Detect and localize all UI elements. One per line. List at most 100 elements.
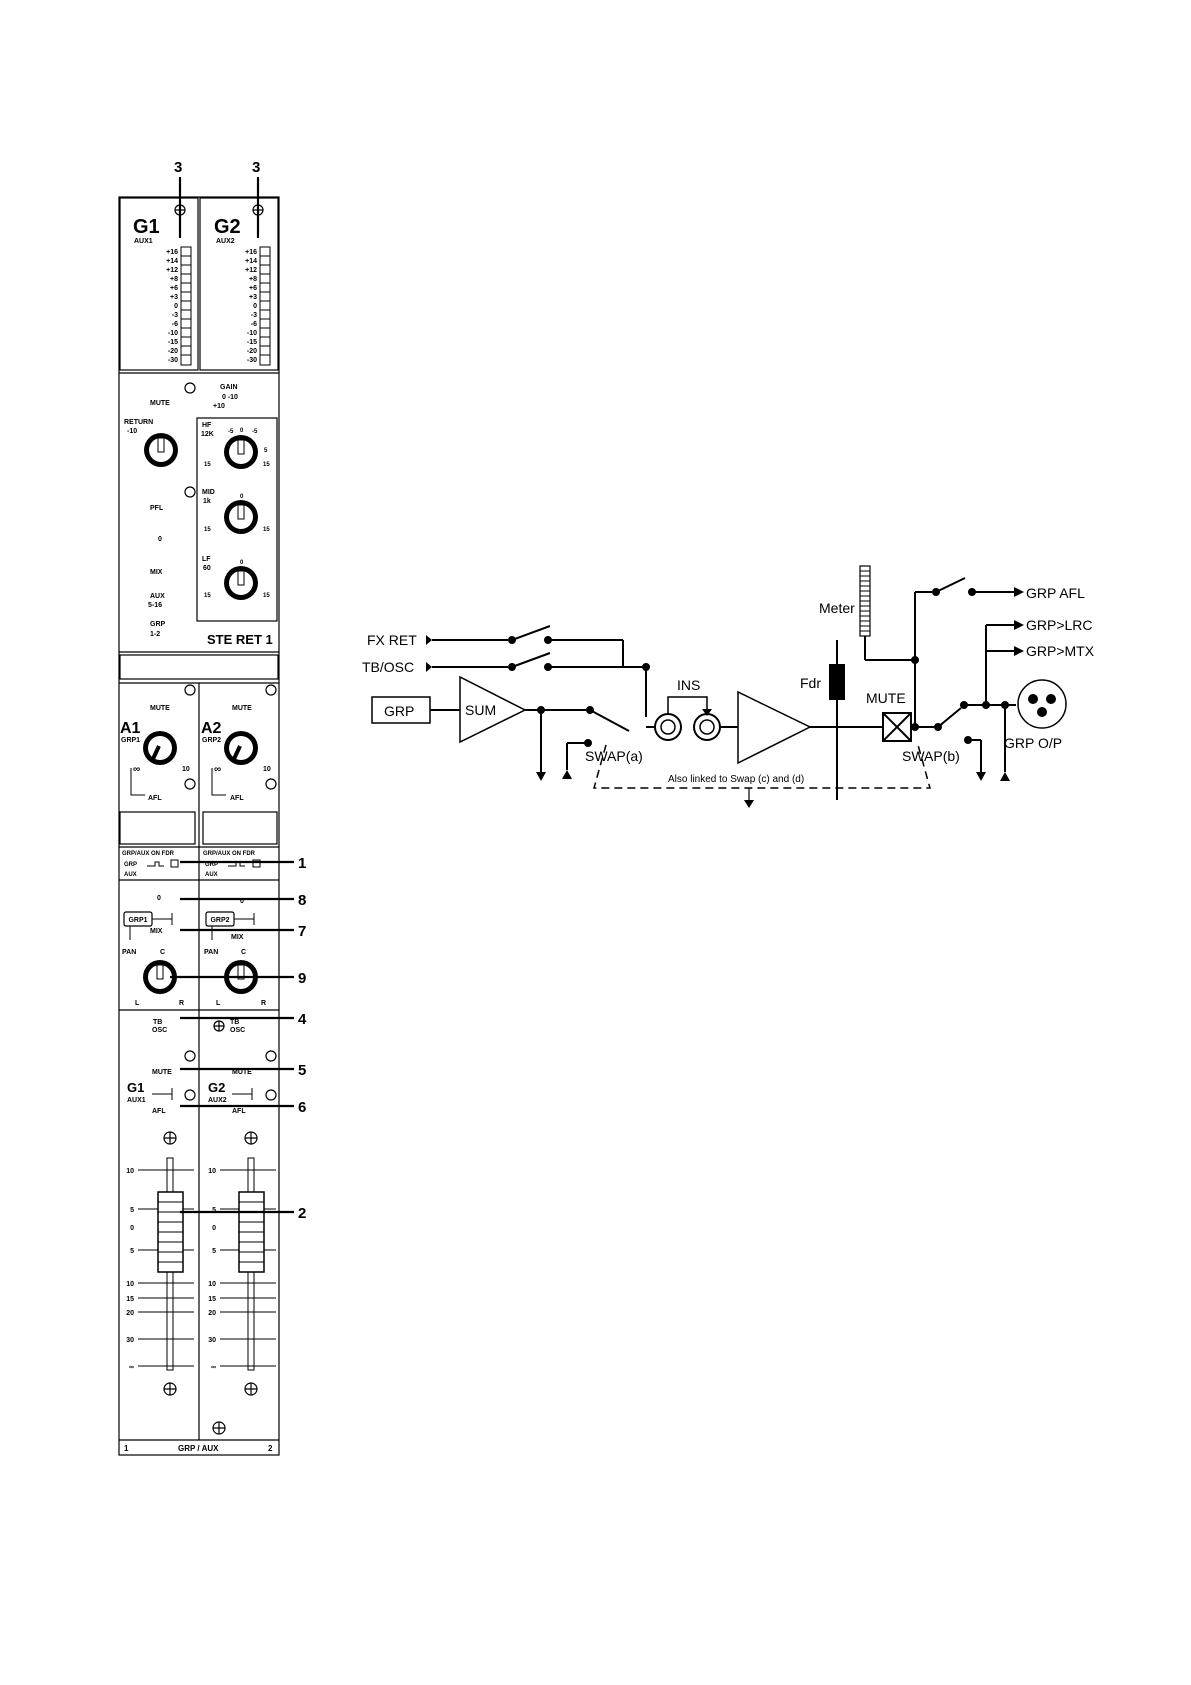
svg-text:-10: -10 [168,330,178,337]
tb-labels: TB OSC TB OSC [152,1019,245,1034]
svg-text:1k: 1k [203,498,211,505]
svg-text:∞: ∞ [133,764,140,775]
routing-ticks [129,913,255,940]
svg-text:0: 0 [240,494,244,500]
mid-eq-knob[interactable] [224,500,258,534]
screw-icon [163,1131,177,1145]
svg-text:5-16: 5-16 [148,602,162,609]
aux-master-knob-a1[interactable] [143,731,177,765]
callout-3a: 3 [174,159,182,176]
aux-master-labels: MUTE MUTE A1 GRP1 A2 GRP2 ∞ ∞ 10 10 AFL … [120,705,271,802]
label-sum: SUM [465,702,496,718]
return-level-knob[interactable] [144,433,178,467]
swap-labels: GRP/AUX ON FDR GRP/AUX ON FDR GRP AUX GR… [122,851,256,878]
pan-knob-1[interactable] [143,960,177,994]
callout-8: 8 [298,892,306,909]
svg-text:RETURN: RETURN [124,419,153,426]
meter-sub-g2: AUX2 [216,238,235,245]
fader-cap-2[interactable] [238,1191,265,1273]
screw-icon [244,1131,258,1145]
screw-icon [213,1020,225,1032]
svg-text:MUTE: MUTE [150,400,170,407]
svg-text:10: 10 [126,1168,134,1175]
svg-text:GRP: GRP [205,862,218,868]
svg-text:AUX: AUX [150,593,165,600]
label-mute: MUTE [866,690,906,706]
svg-text:GRP/AUX ON FDR: GRP/AUX ON FDR [203,851,256,857]
svg-text:1: 1 [124,1444,129,1453]
block-diagram [371,565,1067,800]
meter-segments [860,570,870,632]
svg-text:-15: -15 [247,339,257,346]
aux-master-knob-a2[interactable] [224,731,258,765]
callout-9: 9 [298,970,306,987]
screw-icon [244,1382,258,1396]
svg-text:5: 5 [212,1207,216,1214]
screw-icon [163,1382,177,1396]
svg-text:G1: G1 [127,1080,144,1095]
eq-knob-scales: -5 0 -5 5 15 15 0 15 15 0 15 15 [204,428,270,599]
svg-text:+12: +12 [245,267,257,274]
svg-text:5: 5 [212,1248,216,1255]
label-grp-afl: GRP AFL [1026,585,1085,601]
svg-text:MIX: MIX [150,928,163,935]
callout-5: 5 [298,1062,306,1079]
grp2-button[interactable]: GRP2 [205,911,235,927]
svg-text:60: 60 [203,565,211,572]
scribble-strip-top [119,654,279,680]
svg-text:20: 20 [126,1310,134,1317]
label-fdr: Fdr [800,675,821,691]
fader-scale-2: 10 5 0 5 10 15 20 30 ∞ [208,1168,216,1371]
svg-text:TB: TB [153,1019,162,1026]
callout-4: 4 [298,1011,307,1028]
label-fx-ret: FX RET [367,632,417,648]
screw-icon [212,1421,226,1435]
svg-text:-5: -5 [252,429,258,435]
callout-numbers: 3 3 1 8 7 9 4 5 6 2 [174,159,307,1222]
lf-eq-knob[interactable] [224,566,258,600]
svg-text:GRP2: GRP2 [210,917,229,924]
svg-text:+6: +6 [249,285,257,292]
svg-text:5: 5 [130,1207,134,1214]
label-swap-a: SWAP(a) [585,748,643,764]
fader-cap-1[interactable] [157,1191,184,1273]
meter-panel-g2 [199,197,279,371]
svg-text:AUX1: AUX1 [127,1097,146,1104]
svg-text:-10: -10 [247,330,257,337]
svg-text:AFL: AFL [230,795,244,802]
svg-text:+6: +6 [170,285,178,292]
svg-text:AFL: AFL [148,795,162,802]
svg-text:15: 15 [204,462,211,468]
routing-labels: 0 0 MIX MIX PAN PAN C C L R L R [122,895,266,1007]
label-swap-b: SWAP(b) [902,748,960,764]
svg-text:R: R [261,1000,266,1007]
svg-text:10: 10 [182,766,190,773]
callout-1: 1 [298,855,306,872]
meter-ladder-g2 [259,246,271,366]
svg-text:MUTE: MUTE [232,705,252,712]
channel-strip [118,196,280,1456]
svg-text:15: 15 [263,527,270,533]
svg-text:MIX: MIX [150,569,163,576]
svg-text:AUX: AUX [124,872,137,878]
label-also-linked: Also linked to Swap (c) and (d) [668,774,804,785]
svg-text:A2: A2 [201,720,222,737]
callout-3b: 3 [252,159,260,176]
grp1-button[interactable]: GRP1 [123,911,153,927]
svg-text:PAN: PAN [122,949,136,956]
svg-text:5: 5 [264,448,268,454]
afl-brackets [130,768,226,796]
svg-text:15: 15 [263,593,270,599]
label-grp-op: GRP O/P [1004,735,1062,751]
svg-text:TB: TB [230,1019,239,1026]
meter-ladder-g1 [180,246,192,366]
svg-text:+14: +14 [245,258,257,265]
hf-eq-knob[interactable] [224,435,258,469]
svg-text:20: 20 [208,1310,216,1317]
svg-text:L: L [135,1000,140,1007]
svg-text:30: 30 [208,1337,216,1344]
svg-text:MUTE: MUTE [232,1069,252,1076]
svg-text:+8: +8 [170,276,178,283]
svg-text:GAIN: GAIN [220,384,238,391]
